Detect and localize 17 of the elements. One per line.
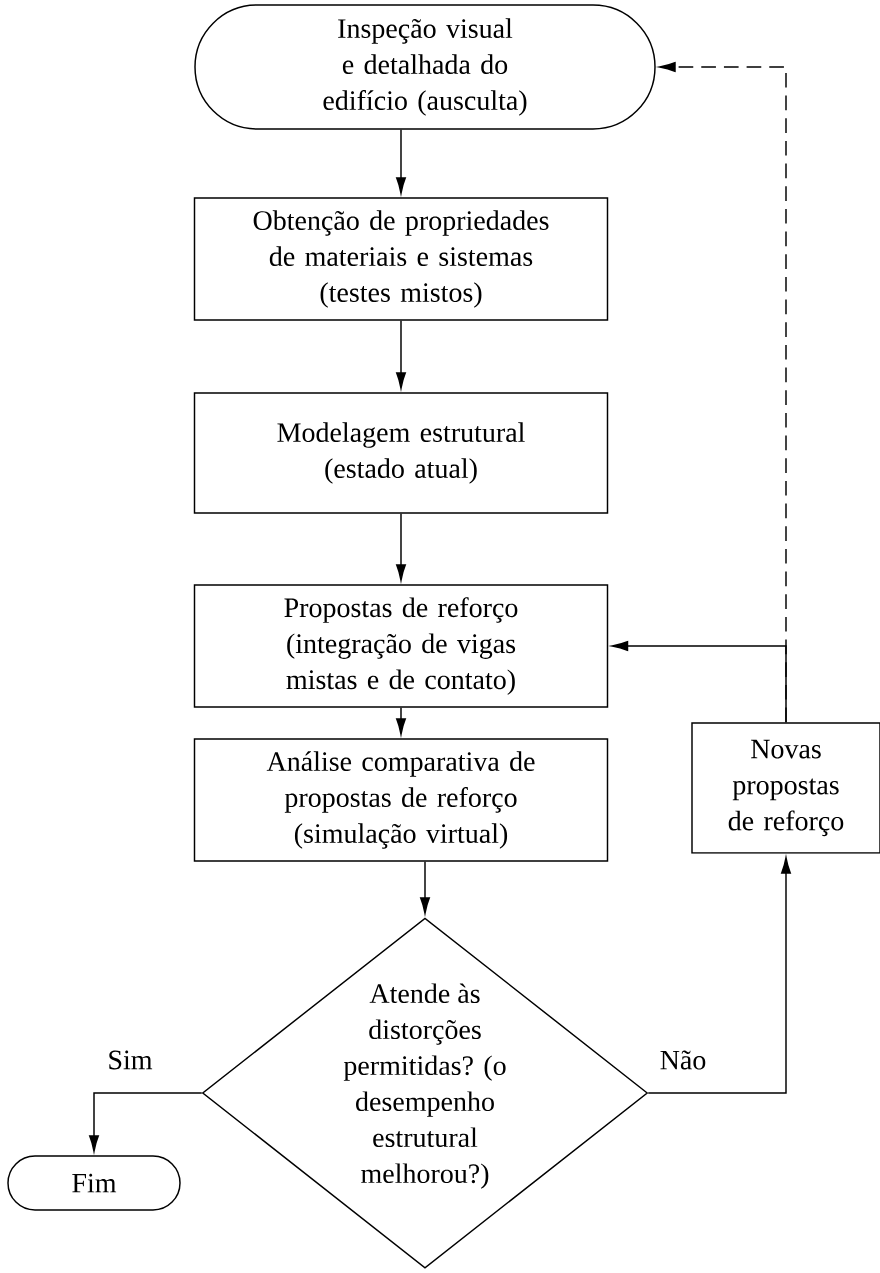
arrow <box>396 707 406 735</box>
arrow <box>396 129 406 194</box>
arrow <box>420 861 430 914</box>
process-box: Propostas de reforço (integração de vigas mistas e de contato) <box>193 584 609 708</box>
arrow <box>89 1092 203 1152</box>
arrow <box>659 62 787 723</box>
edge-label: Não <box>657 1047 709 1073</box>
edge-label: Sim <box>104 1047 156 1073</box>
arrow <box>396 320 406 389</box>
process-box: Modelagem estrutural (estado atual) <box>193 392 609 514</box>
terminal-box: Inspeção visual e detalhada do edifício (ausculta) <box>194 4 656 130</box>
process-box: Novas propostas de reforço <box>691 722 880 854</box>
arrow <box>396 513 406 581</box>
arrow <box>647 857 791 1094</box>
process-box: Obtenção de propriedades de materiais e sistemas (testes mistos) <box>193 197 609 321</box>
process-box: Análise comparativa de propostas de reforço (simulação virtual) <box>193 738 609 862</box>
terminal-box: Fim <box>7 1155 181 1211</box>
